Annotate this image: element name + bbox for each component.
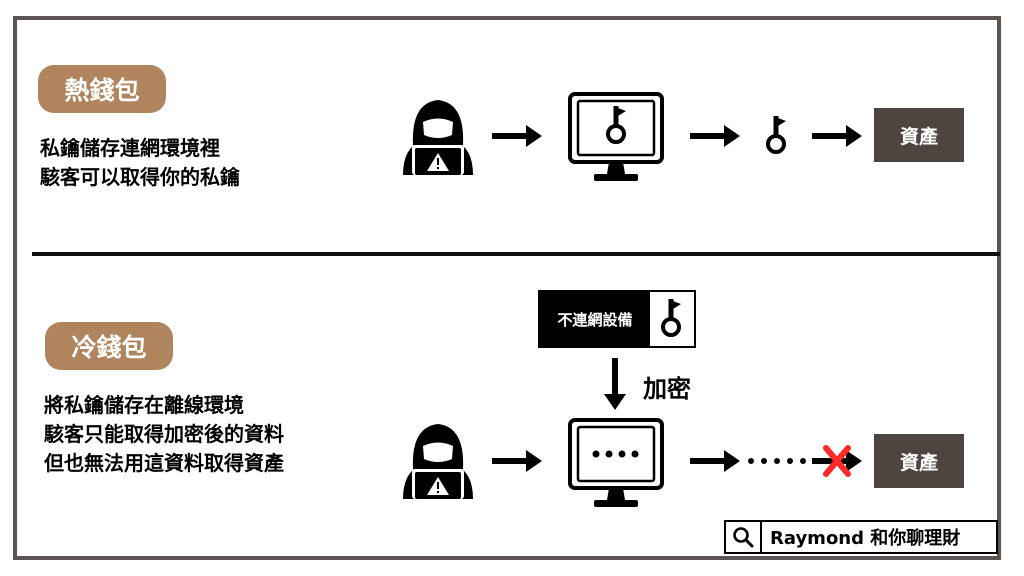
key-icon — [766, 114, 788, 154]
cold-desc-line-2: 駭客只能取得加密後的資料 — [44, 422, 284, 446]
key-icon — [661, 297, 683, 337]
diagram-frame — [13, 16, 1001, 560]
brand-watermark: Raymond 和你聊理財 — [724, 520, 998, 554]
encrypted-dots-icon — [748, 458, 806, 464]
arrow-right-icon — [812, 125, 862, 147]
arrow-right-icon — [690, 125, 740, 147]
computer-monitor-icon — [568, 418, 664, 509]
offline-device-box: 不連網設備 — [538, 290, 696, 348]
arrow-down-icon — [604, 358, 626, 410]
arrow-right-icon — [492, 125, 542, 147]
cold-wallet-description: 將私鑰儲存在離線環境 駭客只能取得加密後的資料 但也無法用這資料取得資產 — [44, 391, 284, 478]
computer-monitor-icon — [568, 92, 664, 183]
encrypted-dots-icon — [592, 450, 639, 458]
brand-text: Raymond 和你聊理財 — [770, 528, 961, 549]
asset-box-cold: 資產 — [874, 434, 964, 488]
search-icon — [733, 527, 754, 548]
cold-desc-line-1: 將私鑰儲存在離線環境 — [44, 393, 244, 417]
cold-wallet-title: 冷錢包 — [45, 322, 173, 370]
arrow-right-icon — [690, 450, 740, 472]
asset-box-hot: 資產 — [874, 108, 964, 162]
section-divider — [32, 252, 1000, 256]
hot-desc-line-2: 駭客可以取得你的私鑰 — [40, 165, 240, 189]
arrow-right-icon — [492, 450, 542, 472]
offline-device-label: 不連網設備 — [540, 292, 650, 346]
hot-wallet-description: 私鑰儲存連網環境裡 駭客可以取得你的私鑰 — [40, 134, 240, 192]
hacker-icon — [403, 100, 473, 175]
hacker-icon — [403, 424, 473, 499]
cold-desc-line-3: 但也無法用這資料取得資產 — [44, 451, 284, 475]
encrypt-label: 加密 — [643, 375, 691, 403]
hot-wallet-title: 熱錢包 — [38, 65, 166, 113]
cross-icon — [823, 445, 851, 477]
hot-desc-line-1: 私鑰儲存連網環境裡 — [40, 136, 220, 160]
